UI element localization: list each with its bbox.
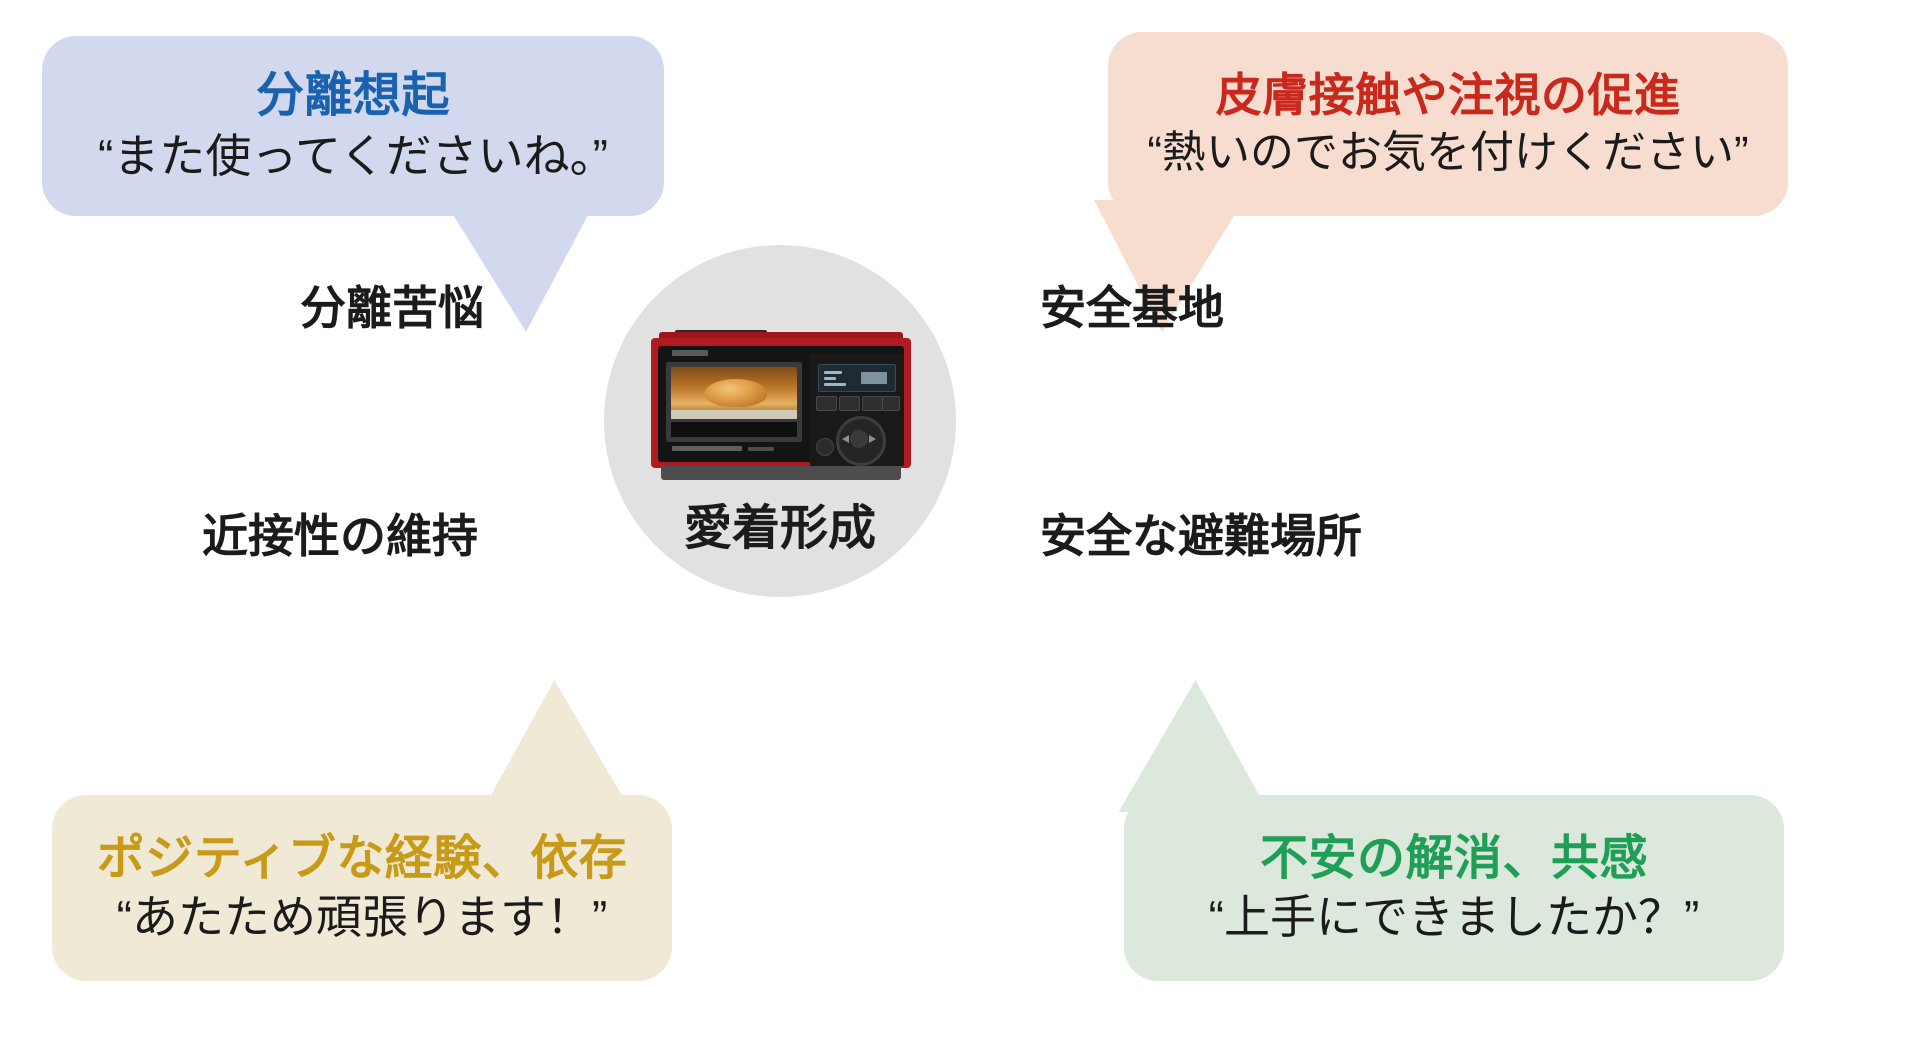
speech-bubble-positive-experience: ポジティブな経験、依存 “あたため頑張ります！” — [52, 795, 672, 981]
oven-food-item — [705, 379, 767, 407]
bubble-title-anxiety-relief: 不安の解消、共感 — [1260, 831, 1648, 885]
oven-model-badge — [672, 350, 708, 356]
oven-top-plate — [659, 332, 903, 340]
microwave-oven-image — [651, 330, 911, 480]
center-concept-label: 愛着形成 — [683, 502, 876, 555]
oven-tray — [671, 410, 797, 419]
oven-display-screen — [818, 364, 896, 392]
bubble-title-skin-contact-gaze: 皮膚接触や注視の促進 — [1215, 68, 1681, 121]
display-segment — [861, 372, 887, 384]
oven-door-lower — [671, 422, 797, 437]
bubble-quote-anxiety-relief: “上手にできましたか？” — [1208, 890, 1700, 943]
oven-brand-text — [672, 446, 742, 451]
oven-brand-subtext — [748, 447, 774, 451]
oven-button — [839, 396, 860, 411]
oven-dial-center — [850, 430, 868, 448]
quadrant-label-safe-haven: 安全な避難場所 — [1040, 510, 1362, 562]
oven-rotary-dial — [836, 416, 886, 466]
speech-bubble-skin-contact-gaze: 皮膚接触や注視の促進 “熱いのでお気を付けください” — [1108, 32, 1788, 216]
speech-bubble-separation-recall: 分離想起 “また使ってくださいね。” — [42, 36, 664, 216]
oven-base-shadow — [661, 466, 901, 480]
oven-window — [671, 367, 797, 419]
bubble-quote-skin-contact-gaze: “熱いのでお気を付けください” — [1147, 127, 1749, 177]
oven-button — [816, 396, 837, 411]
oven-dial-arrow-left-icon — [842, 435, 849, 443]
display-segment — [824, 377, 836, 380]
oven-dial-arrow-right-icon — [869, 435, 876, 443]
oven-button — [882, 396, 900, 411]
bubble-title-separation-recall: 分離想起 — [256, 68, 450, 122]
quadrant-label-proximity-maintenance: 近接性の維持 — [202, 510, 478, 562]
oven-body — [651, 338, 911, 468]
speech-bubble-anxiety-relief: 不安の解消、共感 “上手にできましたか？” — [1124, 795, 1784, 981]
bubble-title-positive-experience: ポジティブな経験、依存 — [96, 831, 628, 885]
bubble-tail-positive-experience — [481, 680, 665, 812]
quadrant-label-separation-distress: 分離苦悩 — [300, 282, 484, 334]
display-segment — [824, 383, 846, 386]
bubble-quote-separation-recall: “また使ってくださいね。” — [98, 129, 608, 182]
bubble-quote-positive-experience: “あたため頑張ります！” — [116, 890, 608, 943]
oven-start-button — [816, 438, 834, 456]
bubble-tail-anxiety-relief — [1085, 680, 1269, 812]
oven-door-frame — [666, 362, 802, 442]
oven-control-panel — [810, 354, 904, 466]
oven-button — [862, 396, 883, 411]
display-segment — [824, 371, 842, 374]
quadrant-label-secure-base: 安全基地 — [1040, 282, 1224, 334]
oven-front-face — [658, 346, 904, 466]
